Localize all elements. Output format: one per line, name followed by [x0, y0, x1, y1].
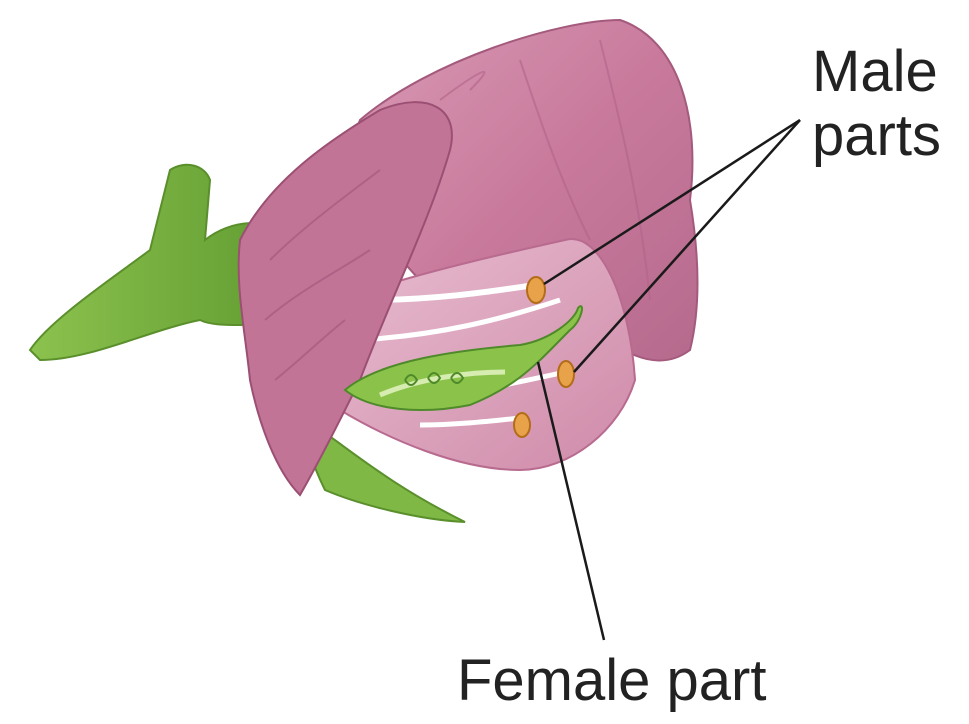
anther-1 [527, 277, 545, 303]
male-label-line2: parts [812, 104, 941, 168]
female-part-label: Female part [457, 652, 766, 710]
anther-3 [514, 413, 530, 437]
male-label-line1: Male [812, 40, 941, 104]
male-parts-label: Male parts [812, 40, 941, 168]
anther-2 [558, 361, 574, 387]
